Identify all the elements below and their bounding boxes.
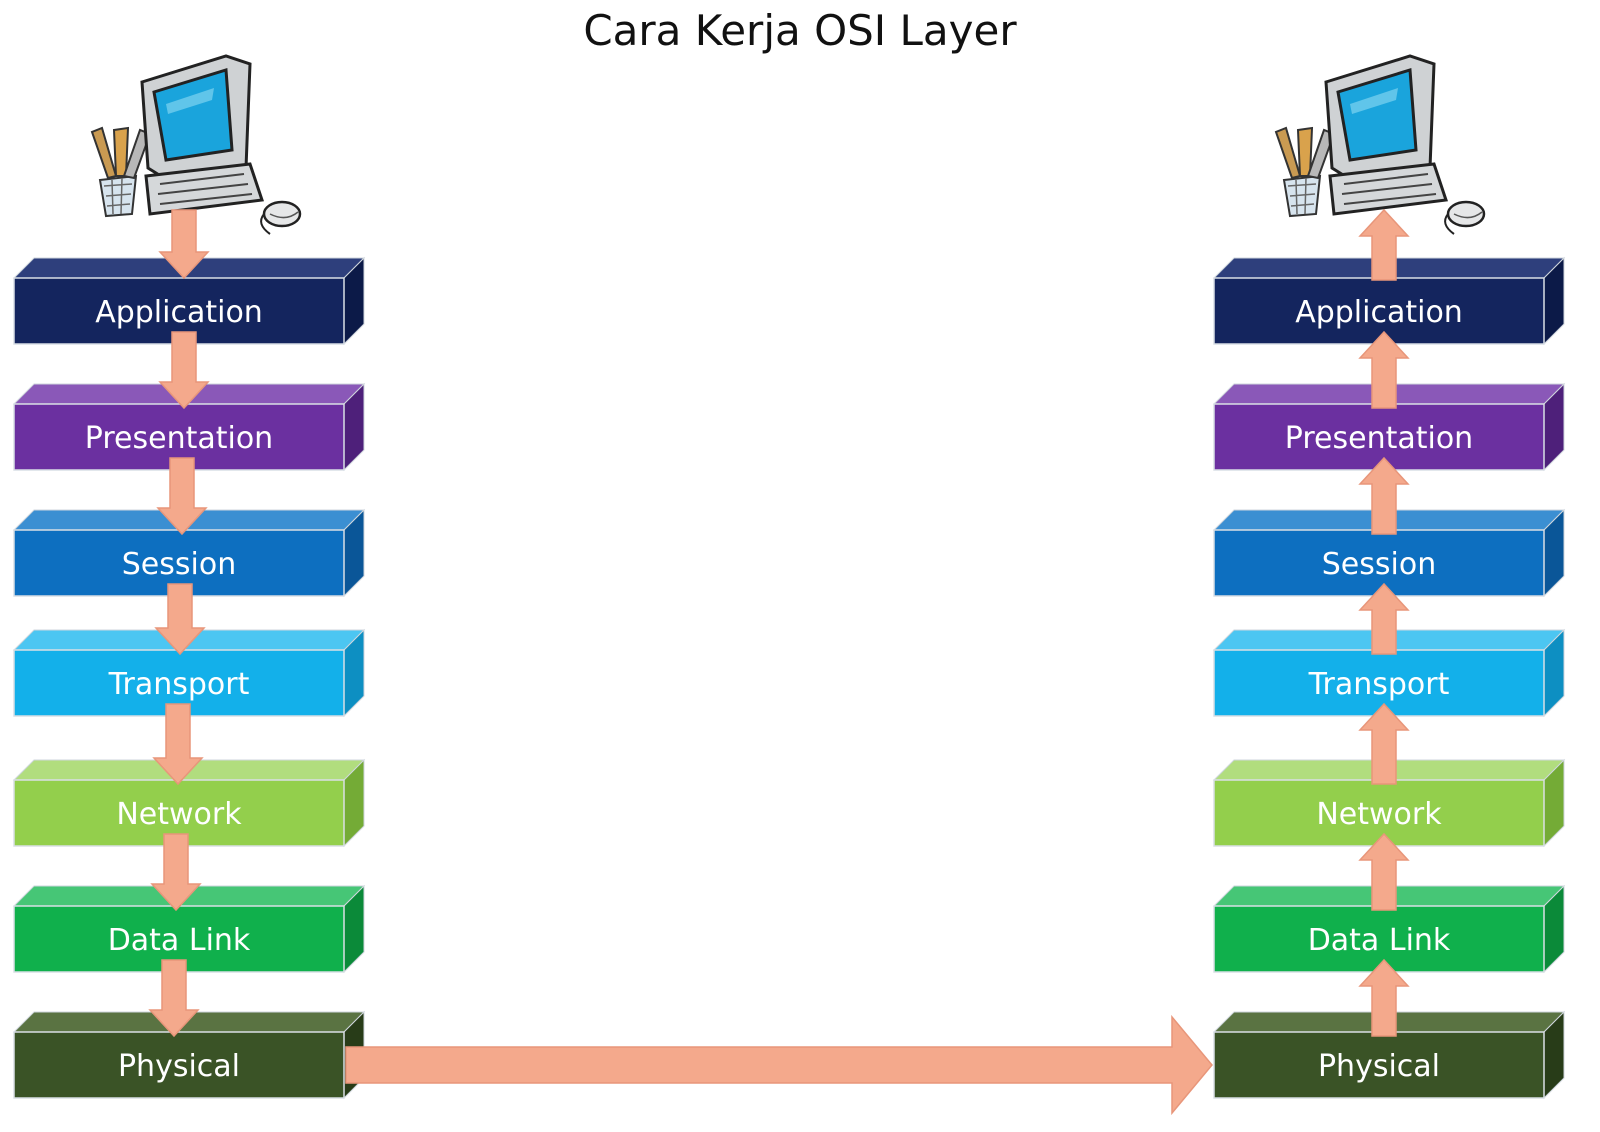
left-layer-label: Session [122, 547, 236, 582]
physical-transfer-arrow [345, 1014, 1213, 1116]
right-arrow-up-3 [1358, 582, 1410, 655]
right-layer-physical: Physical [1212, 1010, 1566, 1100]
left-computer-icon [90, 54, 302, 236]
left-layer-label: Presentation [85, 421, 273, 456]
left-arrow-down-3 [154, 583, 206, 656]
right-arrow-up-1 [1358, 330, 1410, 409]
right-layer-transport: Transport [1212, 628, 1566, 718]
right-layer-label: Network [1316, 797, 1442, 832]
right-layer-label: Physical [1318, 1049, 1440, 1084]
left-arrow-down-4 [152, 703, 204, 786]
right-arrow-up-6 [1358, 958, 1410, 1037]
left-arrow-down-5 [150, 833, 202, 912]
left-layer-label: Network [116, 797, 242, 832]
right-arrow-up-5 [1358, 832, 1410, 911]
flow-arrows [148, 208, 1410, 1116]
right-arrow-application-to-computer [1358, 208, 1410, 281]
right-layer-data-link: Data Link [1212, 884, 1566, 974]
left-layer-label: Transport [108, 667, 250, 702]
left-arrow-down-2 [156, 457, 208, 536]
right-layer-label: Session [1322, 547, 1436, 582]
left-layer-label: Physical [118, 1049, 240, 1084]
right-osi-stack: ApplicationPresentationSessionTransportN… [1212, 256, 1566, 1100]
right-layer-label: Data Link [1308, 923, 1451, 958]
right-layer-label: Transport [1308, 667, 1450, 702]
left-layer-physical: Physical [12, 1010, 366, 1100]
right-layer-label: Application [1295, 295, 1463, 330]
left-layer-label: Data Link [108, 923, 251, 958]
left-layer-label: Application [95, 295, 263, 330]
right-arrow-up-4 [1358, 702, 1410, 785]
diagram-title: Cara Kerja OSI Layer [583, 6, 1017, 55]
right-computer-icon [1274, 54, 1486, 236]
left-arrow-computer-to-application [158, 209, 210, 280]
left-layer-data-link: Data Link [12, 884, 366, 974]
right-layer-label: Presentation [1285, 421, 1473, 456]
right-arrow-up-2 [1358, 456, 1410, 535]
left-arrow-down-6 [148, 959, 200, 1038]
left-arrow-down-1 [158, 331, 210, 410]
